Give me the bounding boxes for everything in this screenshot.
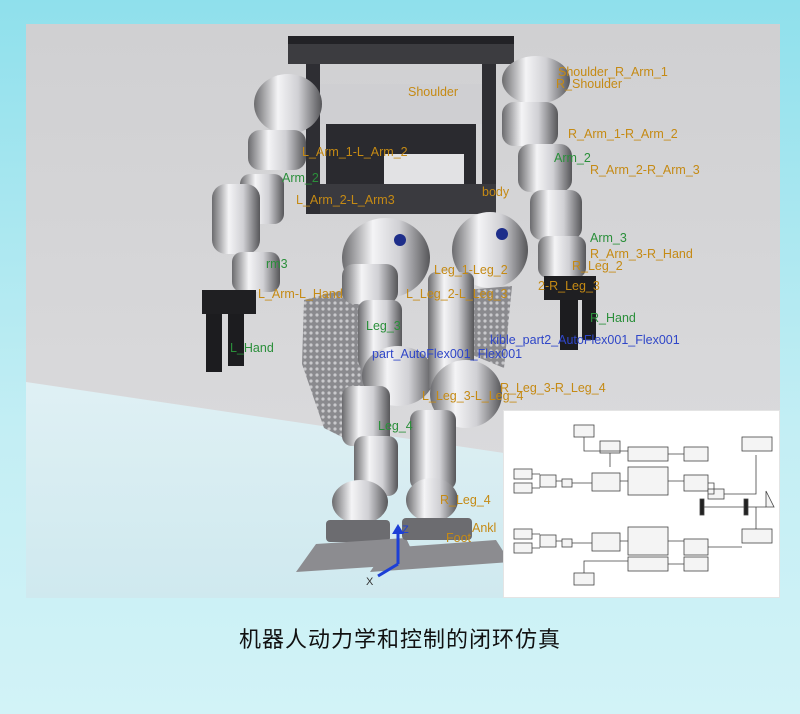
joint-label: R_Leg_2 (572, 259, 623, 273)
joint-label: R_Arm_3-R_Hand (590, 247, 693, 261)
joint-label: R_Leg_4 (440, 493, 491, 507)
joint-label: L_Arm_1-L_Arm_2 (302, 145, 408, 159)
joint-label: Leg_4 (378, 419, 413, 433)
joint-label: R_Arm_2-R_Arm_3 (590, 163, 700, 177)
joint-label: Foot (446, 531, 472, 545)
joint-label: part_AutoFlex001_Flex001 (372, 347, 523, 361)
block-diagram (513, 424, 775, 586)
joint-label: L_Hand (230, 341, 274, 355)
joint-label: R_Leg_3-R_Leg_4 (500, 381, 606, 395)
simulink-diagram-inset[interactable] (503, 410, 780, 598)
joint-label: body (482, 185, 510, 199)
axis-z-label: Z (402, 524, 409, 536)
joint-label: 2-R_Leg_3 (538, 279, 600, 293)
joint-label: Arm_2 (554, 151, 591, 165)
joint-label: Leg_3 (366, 319, 401, 333)
joint-label: Shoulder_R_Arm_1 (558, 65, 668, 79)
3d-viewport[interactable]: Shoulder_R_Arm_1 R_Shoulder Shoulder R_A… (26, 24, 780, 598)
joint-label: R_Shoulder (556, 77, 623, 91)
joint-label: L_Arm-L_Hand (258, 287, 343, 301)
page-caption: 机器人动力学和控制的闭环仿真 (238, 628, 561, 653)
joint-label: Shoulder (408, 85, 459, 99)
joint-label: L_Arm_2-L_Arm3 (296, 193, 395, 207)
joint-label: Arm_3 (590, 231, 627, 245)
joint-label: R_Hand (590, 311, 636, 325)
joint-label: L_Leg_3-L_Leg_4 (422, 389, 524, 403)
joint-label: Ankl (472, 521, 497, 535)
joint-label: R_Arm_1-R_Arm_2 (568, 127, 678, 141)
axis-x-label: X (366, 576, 374, 588)
joint-label: kible_part2_AutoFlex001_Flex001 (490, 333, 680, 347)
joint-label: Leg_1-Leg_2 (434, 263, 508, 277)
joint-label: Arm_2 (282, 171, 319, 185)
joint-label: rm3 (266, 257, 288, 271)
joint-label: L_Leg_2-L_Leg_3 (406, 287, 508, 301)
